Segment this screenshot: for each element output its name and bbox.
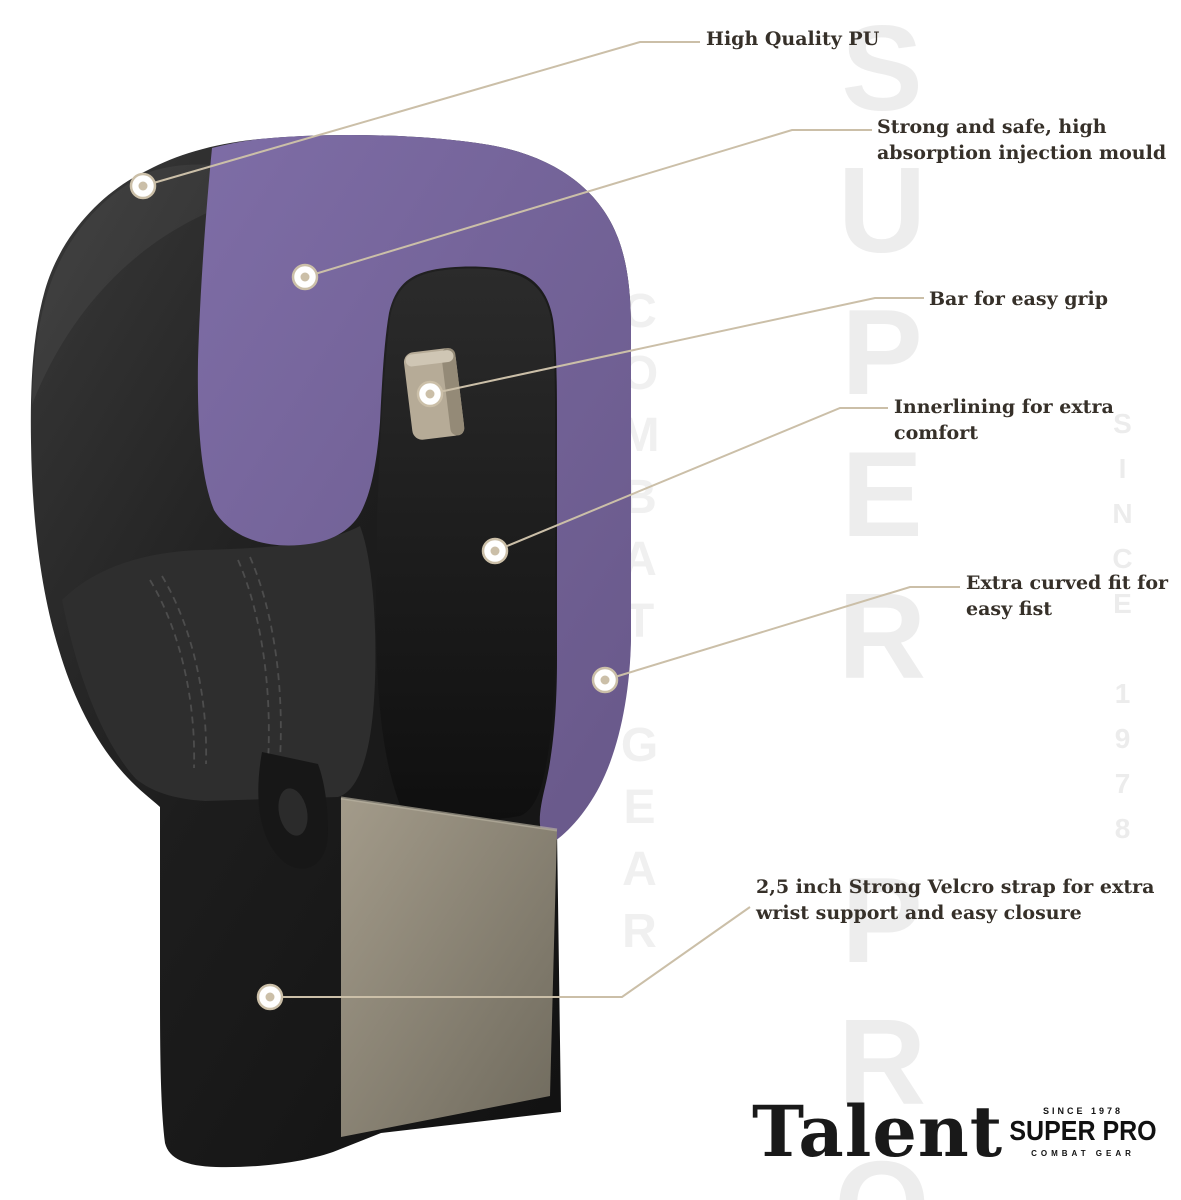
callout-line-grip-bar xyxy=(429,297,924,395)
glove-opening xyxy=(376,268,555,821)
callout-label-curved-fit: Extra curved fit for easy fist xyxy=(966,572,1169,621)
callout-line-curved-fit xyxy=(604,586,960,681)
callout-label-high-quality-pu: High Quality PU xyxy=(706,28,880,50)
callout-label-grip-bar: Bar for easy grip xyxy=(929,288,1109,310)
velcro-loop xyxy=(258,752,328,869)
callout-line-injection-mould xyxy=(304,129,872,278)
callout-markers xyxy=(129,172,619,1011)
palm-stitching xyxy=(149,556,282,769)
logo-brand-text: SUPER PRO xyxy=(1009,1115,1157,1147)
glove-palm xyxy=(62,526,376,801)
callout-marker-curved-fit xyxy=(591,666,619,694)
callout-label-velcro-strap: 2,5 inch Strong Velcro strap for extra w… xyxy=(756,876,1155,925)
callout-label-innerlining: Innerlining for extra comfort xyxy=(894,396,1114,445)
logo-since-text: SINCE 1978 xyxy=(1042,1106,1124,1116)
callout-line-velcro-strap xyxy=(270,906,751,998)
callout-marker-innerlining xyxy=(481,537,509,565)
glove-dome-highlight xyxy=(32,164,290,405)
glove-purple-panel xyxy=(197,134,632,842)
brand-logo: SINCE 1978 SUPER PRO COMBAT GEAR xyxy=(1008,1106,1158,1158)
callout-label-injection-mould: Strong and safe, high absorption injecti… xyxy=(877,116,1167,165)
callout-line-innerlining xyxy=(494,407,888,552)
wrist-strap xyxy=(340,796,558,1137)
callout-line-high-quality-pu xyxy=(142,41,700,187)
callout-marker-injection-mould xyxy=(291,263,319,291)
watermark-brand: SUPER PRO xyxy=(814,0,950,1200)
callout-lines xyxy=(142,41,960,998)
product-name: Talent xyxy=(752,1090,1004,1173)
watermark-since-1978: SINCE 1978 xyxy=(1107,408,1138,858)
logo-tagline-text: COMBAT GEAR xyxy=(1031,1149,1135,1158)
callout-marker-grip-bar xyxy=(416,380,444,408)
callout-marker-velcro-strap xyxy=(256,983,284,1011)
callout-marker-high-quality-pu xyxy=(129,172,157,200)
